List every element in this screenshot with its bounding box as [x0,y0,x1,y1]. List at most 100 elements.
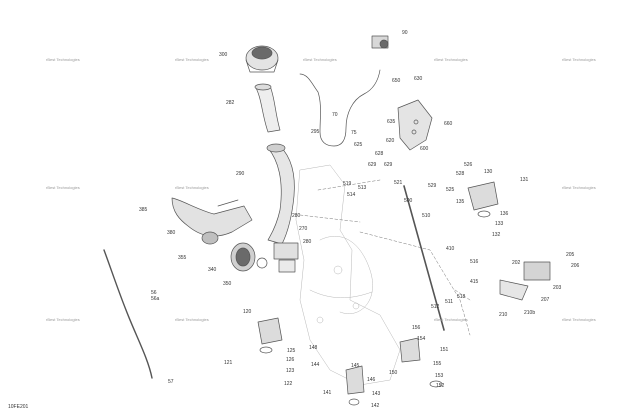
part-label: 146 [367,377,376,383]
part-label: 521 [394,180,403,186]
part-label: 529 [428,183,437,189]
part-label: 290 [236,171,245,177]
part-label: 126 [286,357,295,363]
part-label: 410 [446,246,455,252]
part-label: 270 [299,226,308,232]
intake-tube [254,83,281,133]
bracket-145 [345,365,365,406]
part-label: 210 [499,312,508,318]
part-label: 75 [351,130,357,136]
part-label: 629 [384,162,393,168]
leader-lines [299,179,471,336]
part-label: 625 [354,142,363,148]
part-label: 355 [178,255,187,261]
part-label: 629 [368,162,377,168]
part-label: 141 [323,390,332,396]
part-label: 526 [464,162,473,168]
part-label: 133 [495,221,504,227]
part-label: 206 [571,263,580,269]
watermark: rBest Technologies [46,57,80,62]
part-label: 121 [224,360,233,366]
part-label: 516 [470,259,479,265]
part-label: 514 [347,192,356,198]
watermark: rBest Technologies [562,185,596,190]
engine-outline [295,164,401,386]
part-label: 143 [372,391,381,397]
watermark: rBest Technologies [175,317,209,322]
part-label: 340 [208,267,217,273]
module-box [273,242,299,273]
watermark: rBest Technologies [303,57,337,62]
air-filter-housing [245,45,279,73]
part-label: 350 [223,281,232,287]
part-label: 620 [386,138,395,144]
part-label: 510 [422,213,431,219]
bracket [397,99,433,151]
part-label: 512 [431,304,440,310]
part-label: 600 [420,146,429,152]
diagram-code: 10FE201 [8,404,29,410]
part-label: 122 [284,381,293,387]
part-label: 660 [444,121,453,127]
part-label: 203 [553,285,562,291]
part-label: 90 [402,30,408,36]
bracket-150 [399,337,443,388]
part-label: 630 [414,76,423,82]
part-label: 415 [470,279,479,285]
watermark: rBest Technologies [175,185,209,190]
part-label: 628 [375,151,384,157]
coupling [230,242,268,272]
part-label: 210b [524,310,536,316]
bracket-135 [467,181,499,218]
part-label: 56a [151,296,160,302]
part-label: 155 [433,361,442,367]
watermark: rBest Technologies [175,57,209,62]
part-label: 207 [541,297,550,303]
part-label: 500 [404,198,413,204]
part-label: 125 [287,348,296,354]
part-label: 205 [566,252,575,258]
part-label: 295 [311,129,320,135]
part-label: 136 [500,211,509,217]
part-label: 120 [243,309,252,315]
part-label: 511 [445,299,453,305]
bracket-205 [499,261,551,301]
part-label: 152 [436,383,445,389]
part-label: 145 [351,363,360,369]
part-label: 151 [440,347,449,353]
part-label: 635 [387,119,396,125]
watermark: rBest Technologies [562,57,596,62]
part-label: 135 [456,199,465,205]
part-label: 202 [512,260,521,266]
watermark: rBest Technologies [562,317,596,322]
part-label: 150 [389,370,398,376]
watermark: rBest Technologies [46,185,80,190]
intake-duct [266,143,295,245]
bracket-120 [257,317,283,354]
steering-column [403,185,445,331]
part-label: 57 [168,379,174,385]
part-label: 282 [226,100,235,106]
part-label: 280 [292,213,301,219]
sensor [371,35,389,49]
part-label: 300 [219,52,228,58]
resonator-assembly [171,197,253,245]
part-label: 70 [332,112,338,118]
throttle-cable [299,69,381,147]
part-label: 518 [457,294,466,300]
part-label: 131 [520,177,529,183]
part-label: 650 [392,78,401,84]
part-label: 154 [417,336,426,342]
watermark: rBest Technologies [46,317,80,322]
part-label: 156 [412,325,421,331]
part-label: 123 [286,368,295,374]
part-label: 513 [358,185,367,191]
part-label: 519 [343,181,352,187]
part-label: 144 [311,362,320,368]
hose [103,249,153,379]
part-label: 380 [167,230,176,236]
watermark: rBest Technologies [434,57,468,62]
part-label: 153 [435,373,444,379]
part-label: 142 [371,403,380,409]
